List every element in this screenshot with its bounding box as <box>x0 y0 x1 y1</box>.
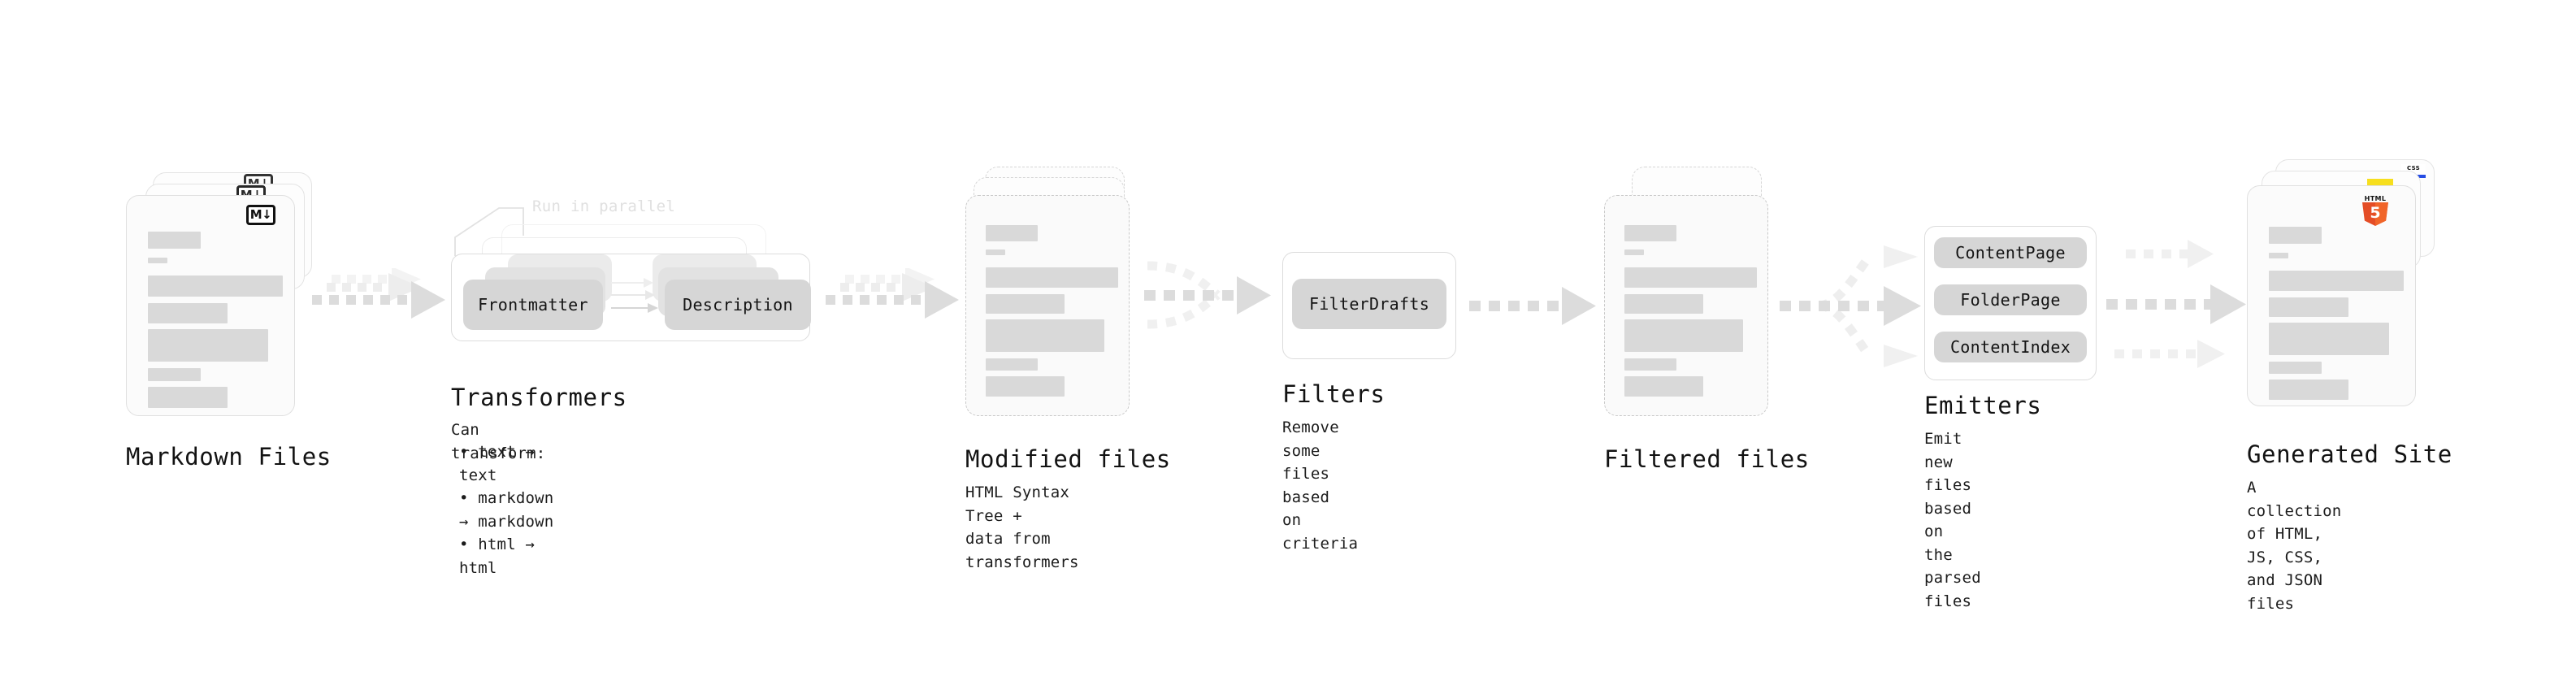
stage-title-modified-files: Modified files <box>965 445 1171 473</box>
transformers-subtitle: Can transform: <box>451 421 546 462</box>
emitter-chip-folderpage[interactable]: FolderPage <box>1934 284 2087 315</box>
bullet-text: html → html <box>459 536 536 577</box>
site-sheet-front <box>2247 185 2416 406</box>
filtered-sheet-front <box>1604 195 1768 416</box>
stage-title-generated-site: Generated Site <box>2247 440 2452 468</box>
skeleton-line <box>148 329 268 362</box>
stage-title-filtered-files: Filtered files <box>1604 445 1810 473</box>
skeleton-line <box>986 249 1005 255</box>
parallel-annotation-label: Run in parallel <box>532 197 676 215</box>
skeleton-line <box>2269 362 2322 374</box>
skeleton-line <box>148 275 283 297</box>
skeleton-line <box>986 267 1118 288</box>
bullet-text: text → text <box>459 443 536 484</box>
arrow-transformers-to-modified <box>826 268 959 319</box>
bullet-item: • markdown → markdown <box>459 489 554 531</box>
html5-shield-highlight <box>2375 202 2388 226</box>
filters-subtitle: Remove some files based on criteria <box>1282 419 1359 553</box>
html5-icon: HTML 5 <box>2361 195 2389 226</box>
markdown-icon: M↓ <box>246 205 275 225</box>
skeleton-line <box>986 319 1104 352</box>
skeleton-line <box>148 232 201 249</box>
skeleton-line <box>148 387 228 408</box>
skeleton-line <box>1624 225 1676 241</box>
stage-title-markdown-files: Markdown Files <box>126 443 332 471</box>
bullet-item: • html → html <box>459 536 536 577</box>
skeleton-line <box>1624 267 1757 288</box>
skeleton-line <box>2269 380 2348 400</box>
bullet-text: markdown → markdown <box>459 489 554 531</box>
stage-title-transformers: Transformers <box>451 384 627 411</box>
skeleton-line <box>2269 271 2404 291</box>
stage-title-filters: Filters <box>1282 380 1386 408</box>
arrow-markdown-to-transformers <box>312 268 445 319</box>
skeleton-line <box>1624 319 1743 352</box>
skeleton-line <box>1624 358 1676 371</box>
skeleton-line <box>2269 297 2348 317</box>
skeleton-line <box>1624 376 1703 397</box>
transformers-bullet-list: • text → text • markdown → markdown • ht… <box>459 440 553 579</box>
transformer-chip-description[interactable]: Description <box>665 280 811 330</box>
generated-site-subtitle: A collection of HTML, JS, CSS, and JSON … <box>2247 479 2342 613</box>
emitter-chip-contentpage[interactable]: ContentPage <box>1934 237 2087 268</box>
html5-digit: 5 <box>2370 203 2381 222</box>
skeleton-line <box>1624 249 1644 255</box>
skeleton-line <box>986 294 1065 314</box>
skeleton-line <box>986 358 1038 371</box>
modified-sheet-front <box>965 195 1130 416</box>
html5-icon-caption: HTML <box>2364 195 2387 202</box>
modified-files-subtitle: HTML Syntax Tree + data from transformer… <box>965 484 1079 571</box>
arrow-filters-to-filtered <box>1469 287 1596 325</box>
arrow-filtered-to-emitters <box>1780 245 1921 367</box>
skeleton-line <box>986 376 1065 397</box>
transformer-chip-frontmatter[interactable]: Frontmatter <box>463 280 603 330</box>
skeleton-line <box>148 258 167 263</box>
skeleton-line <box>148 368 201 381</box>
skeleton-line <box>2269 253 2288 258</box>
emitter-chip-contentindex[interactable]: ContentIndex <box>1934 332 2087 362</box>
skeleton-line <box>986 225 1038 241</box>
document-sheet-front <box>126 195 295 416</box>
stage-title-emitters: Emitters <box>1924 392 2042 419</box>
bullet-item: • text → text <box>459 443 536 484</box>
emitters-subtitle: Emit new files based on the parsed files <box>1924 430 1981 610</box>
skeleton-line <box>1624 294 1703 314</box>
skeleton-line <box>2269 227 2322 244</box>
skeleton-line <box>2269 323 2389 355</box>
skeleton-line <box>148 303 228 323</box>
arrow-modified-to-filters <box>1144 261 1271 329</box>
arrow-emitters-to-site <box>2106 240 2246 368</box>
filter-chip-filterdrafts[interactable]: FilterDrafts <box>1292 279 1446 329</box>
